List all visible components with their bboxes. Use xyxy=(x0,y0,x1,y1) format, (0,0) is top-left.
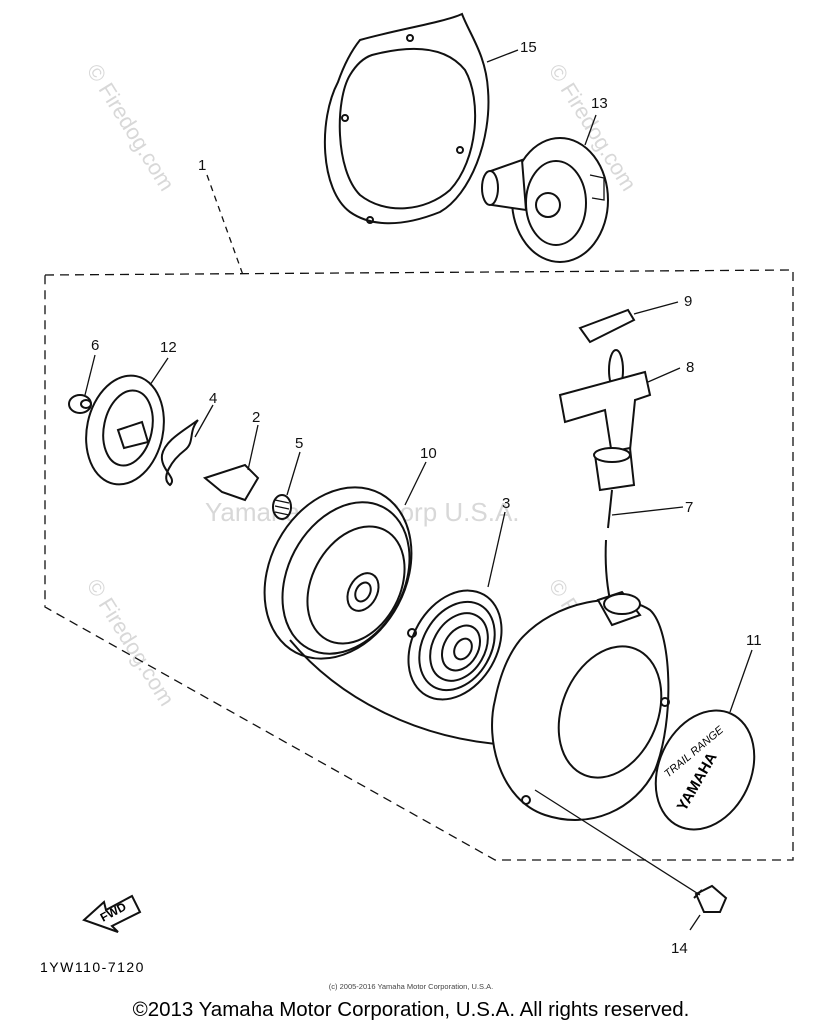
leader-9 xyxy=(633,301,679,315)
part-9-cap xyxy=(578,308,636,344)
leader-11 xyxy=(729,649,753,713)
part-6-nut xyxy=(68,394,92,414)
leader-6 xyxy=(84,354,96,396)
callout-1: 1 xyxy=(198,157,206,174)
callout-11: 11 xyxy=(746,632,762,649)
callouts: 1 2 3 4 5 6 7 8 9 10 11 12 13 14 15 xyxy=(91,39,762,957)
callout-13: 13 xyxy=(591,95,608,112)
leader-4 xyxy=(194,404,214,438)
fwd-arrow: FWD xyxy=(82,894,142,933)
part-7-rope xyxy=(607,489,613,529)
callout-7: 7 xyxy=(685,499,693,516)
part-5-spring xyxy=(272,494,292,520)
drawing-code: 1YW110-7120 xyxy=(40,959,145,975)
small-credit: (c) 2005-2016 Yamaha Motor Corporation, … xyxy=(329,982,493,991)
copyright-notice: ©2013 Yamaha Motor Corporation, U.S.A. A… xyxy=(132,998,690,1021)
leader-3 xyxy=(487,511,506,588)
callout-9: 9 xyxy=(684,293,692,310)
callout-15: 15 xyxy=(520,39,537,56)
callout-5: 5 xyxy=(295,435,303,452)
leader-5 xyxy=(286,451,301,496)
callout-4: 4 xyxy=(209,390,217,407)
part-3-spring xyxy=(407,589,503,701)
leader-13 xyxy=(584,114,597,146)
parts-diagram: © Firedog.com © Firedog.com © Firedog.co… xyxy=(40,12,794,991)
watermark-site-1: © Firedog.com xyxy=(82,59,180,195)
leader-15 xyxy=(486,49,519,63)
part-15-gasket xyxy=(323,12,490,225)
part-10-reel xyxy=(263,486,511,746)
leader-10 xyxy=(404,461,427,506)
leader-8 xyxy=(647,367,681,383)
leader-1 xyxy=(206,174,244,276)
rope-lower xyxy=(604,539,611,601)
leader-14b xyxy=(689,914,701,931)
watermark-site-3: © Firedog.com xyxy=(82,574,180,710)
leader-14 xyxy=(534,789,701,896)
part-11-emblem: TRAIL RANGE YAMAHA xyxy=(654,709,756,831)
leader-12 xyxy=(149,357,169,386)
callout-14: 14 xyxy=(671,940,688,957)
leader-7 xyxy=(611,506,684,516)
callout-10: 10 xyxy=(420,445,437,462)
callout-12: 12 xyxy=(160,339,177,356)
part-13-pulley xyxy=(481,137,609,263)
part-4-clip xyxy=(160,419,199,487)
part-14-bolt xyxy=(693,884,728,913)
part-2-pawl xyxy=(202,463,260,502)
part-12-plate xyxy=(85,374,165,486)
callout-8: 8 xyxy=(686,359,694,376)
part-1-starter-case xyxy=(491,590,670,821)
part-8-handle xyxy=(558,349,652,492)
callout-6: 6 xyxy=(91,337,99,354)
callout-3: 3 xyxy=(502,495,510,512)
leader-2 xyxy=(247,424,259,471)
callout-2: 2 xyxy=(252,409,260,426)
